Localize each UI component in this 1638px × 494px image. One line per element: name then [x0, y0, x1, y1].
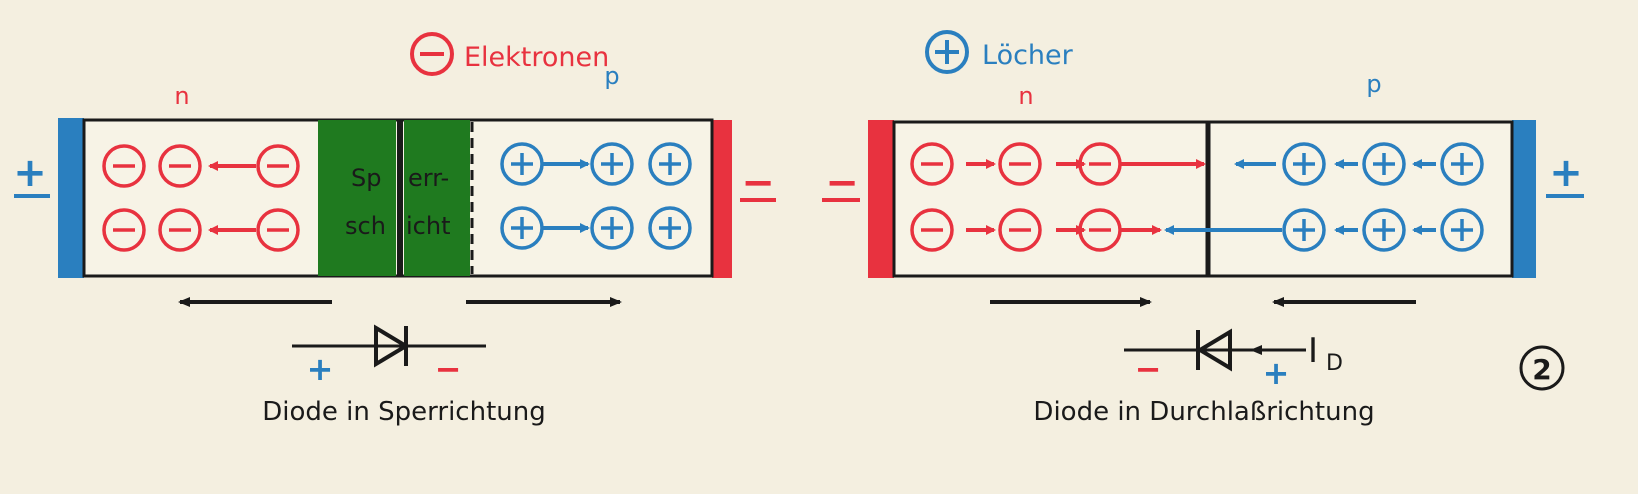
right-anode-electrode: [1512, 120, 1536, 278]
depletion-label: icht: [406, 212, 450, 240]
electron-icon: [158, 208, 202, 252]
left-cathode-electrode: [712, 120, 732, 278]
hole-icon: [1282, 208, 1326, 252]
right-cathode-electrode: [868, 120, 894, 278]
hole-icon: [648, 206, 692, 250]
electron-icon: [256, 144, 300, 188]
left-caption: Diode in Sperrichtung: [262, 397, 545, 427]
current-label: I: [1308, 331, 1318, 371]
electron-icon: [256, 208, 300, 252]
diode-plus-sign: +: [307, 350, 334, 388]
figure-number-label: 2: [1532, 353, 1551, 386]
right-n-label: n: [1018, 82, 1033, 110]
right-diagram: n p − +: [822, 70, 1584, 427]
depletion-label: err-: [408, 164, 449, 192]
electron-legend-icon: [410, 32, 454, 76]
legend-electrons: Elektronen: [410, 32, 609, 76]
diode-symbol-forward: [1124, 328, 1306, 372]
hole-icon: [1440, 142, 1484, 186]
hole-legend-icon: [925, 30, 969, 74]
electron-icon: [998, 208, 1042, 252]
left-anode-electrode: [58, 118, 84, 278]
right-p-label: p: [1366, 70, 1381, 98]
hole-icon: [1362, 142, 1406, 186]
left-p-label: p: [604, 62, 619, 90]
hole-icon: [590, 142, 634, 186]
left-diagram: n p + − Sp err- sch icht: [13, 62, 776, 427]
hole-icon: [1440, 208, 1484, 252]
hole-icon: [648, 142, 692, 186]
electron-icon: [998, 142, 1042, 186]
depletion-label: Sp: [351, 164, 381, 192]
electron-icon: [102, 144, 146, 188]
diode-minus-sign: −: [1135, 350, 1162, 388]
figure-number: 2: [1519, 345, 1565, 391]
left-electrons: [102, 144, 300, 252]
holes-label: Löcher: [982, 40, 1074, 71]
left-n-label: n: [174, 82, 189, 110]
electron-icon: [102, 208, 146, 252]
depletion-layer-right: [404, 120, 470, 276]
depletion-layer-left: [318, 120, 396, 276]
diode-minus-sign: −: [435, 350, 462, 388]
right-holes: [1282, 142, 1484, 252]
electron-icon: [910, 142, 954, 186]
left-terminal-plus: +: [13, 150, 47, 196]
diode-plus-sign: +: [1263, 354, 1290, 392]
electron-icon: [910, 208, 954, 252]
right-terminal-plus: +: [1549, 150, 1583, 196]
hole-icon: [1362, 208, 1406, 252]
diode-symbol-reverse: [292, 324, 486, 368]
current-subscript: D: [1326, 351, 1343, 376]
hole-icon: [590, 206, 634, 250]
hole-icon: [1282, 142, 1326, 186]
depletion-label: sch: [345, 212, 386, 240]
right-caption: Diode in Durchlaßrichtung: [1033, 397, 1374, 427]
right-crystal: [892, 120, 1514, 278]
electrons-label: Elektronen: [464, 42, 609, 73]
legend-holes: Löcher: [925, 30, 1074, 74]
electron-icon: [158, 144, 202, 188]
